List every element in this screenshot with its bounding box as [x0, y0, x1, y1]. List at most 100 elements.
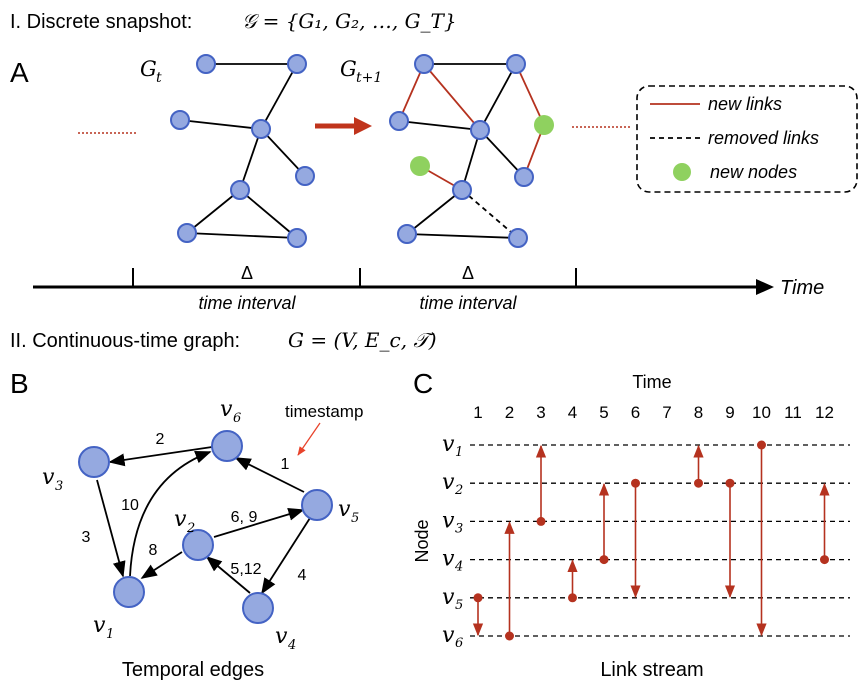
node	[287, 54, 307, 74]
svg-text:t+1: t+1	[356, 70, 382, 86]
edge-label: 3	[82, 529, 91, 546]
edge-v1-v6	[129, 451, 212, 577]
node	[230, 180, 250, 200]
node-row-label-sub: 2	[454, 483, 463, 498]
edge-label: 8	[149, 542, 158, 559]
panel-a-letter: A	[10, 57, 29, 88]
link-source-dot	[568, 593, 577, 603]
node	[177, 223, 197, 243]
time-tick-label: 12	[815, 403, 834, 422]
svg-text:5: 5	[351, 511, 359, 526]
legend-new-nodes-swatch	[673, 163, 691, 181]
time-tick-label: 7	[662, 403, 671, 422]
node-row-label: v	[442, 470, 455, 495]
node-v5	[301, 489, 333, 521]
edge-v2-v5	[213, 508, 305, 538]
time-tick-label: 5	[599, 403, 608, 422]
new-node	[410, 156, 430, 176]
edge-label: 10	[121, 497, 139, 514]
time-tick-label: 1	[473, 403, 482, 422]
new-node	[534, 115, 554, 135]
time-tick-label: 2	[505, 403, 514, 422]
section2-formula: G = (V, E_c, 𝒯)	[288, 328, 437, 352]
svg-text:6: 6	[233, 411, 241, 426]
new-link	[423, 63, 481, 131]
snapshot-t1-label: G t+1	[340, 57, 382, 86]
svg-text:v: v	[338, 497, 351, 522]
legend-new-nodes: new nodes	[710, 162, 797, 182]
link-source-dot	[599, 555, 609, 565]
link-source-dot	[820, 555, 829, 565]
graph-g-t	[170, 54, 315, 248]
legend-box: new links removed links new nodes	[636, 85, 858, 193]
section2-title: II. Continuous-time graph:	[10, 330, 240, 352]
svg-text:t: t	[156, 70, 162, 86]
node-row-label: v	[442, 508, 455, 533]
edge-label: 4	[298, 567, 307, 584]
edge-v3-v1	[96, 479, 126, 578]
node	[170, 110, 190, 130]
new-link	[515, 63, 545, 126]
time-tick-label: 8	[694, 403, 703, 422]
node-v4	[242, 592, 274, 624]
timestamp-pointer	[297, 422, 321, 456]
edge-v5-v6	[234, 457, 305, 493]
node-v2	[182, 529, 214, 561]
node-v3	[78, 446, 110, 478]
panel-c-letter: C	[413, 368, 433, 399]
node-row-label-sub: 3	[455, 521, 463, 536]
transition-arrow	[315, 117, 372, 135]
legend-removed-links: removed links	[708, 128, 819, 148]
svg-text:3: 3	[55, 479, 63, 494]
edge-label: 2	[156, 431, 165, 448]
link-source-dot	[757, 440, 766, 450]
time-tick-label: 9	[725, 403, 734, 422]
interval-1: time interval	[198, 293, 296, 313]
delta-1: Δ	[241, 263, 253, 283]
svg-text:v: v	[93, 613, 106, 638]
svg-text:4: 4	[287, 638, 296, 653]
time-tick-label: 3	[536, 403, 545, 422]
timestamp-label: timestamp	[285, 402, 363, 421]
node-row-label: v	[442, 432, 455, 457]
node-row-label: v	[442, 623, 455, 648]
time-tick-label: 11	[784, 403, 802, 422]
node-v1	[113, 576, 145, 608]
edge-v4-v2	[205, 555, 251, 594]
svg-text:v: v	[275, 624, 288, 649]
node	[196, 54, 216, 74]
panel-b-letter: B	[10, 368, 29, 399]
time-axis: Δ Δ time interval time interval Time	[33, 263, 824, 313]
node-v6	[211, 430, 243, 462]
new-link	[398, 63, 425, 122]
svg-text:v: v	[174, 507, 187, 532]
edge-v2-v1	[140, 551, 183, 579]
link-source-dot	[536, 516, 546, 526]
node-row-label-sub: 4	[454, 560, 463, 575]
node-row-label-sub: 1	[455, 445, 463, 460]
section1-formula: 𝒢 = {G₁, G₂, …, G_T}	[242, 9, 457, 33]
edge-label: 5,12	[230, 561, 261, 578]
link-source-dot	[631, 478, 640, 488]
delta-2: Δ	[462, 263, 474, 283]
removed-link	[461, 189, 519, 239]
node	[295, 166, 315, 186]
node-row-label-sub: 5	[455, 598, 463, 613]
snapshot-t-label: G t	[140, 57, 162, 86]
svg-text:G: G	[140, 57, 157, 81]
node-row-label: v	[442, 585, 455, 610]
svg-text:G: G	[340, 57, 357, 81]
node-row-label: v	[442, 547, 455, 572]
svg-text:2: 2	[186, 521, 195, 536]
interval-2: time interval	[419, 293, 517, 313]
node	[287, 228, 307, 248]
graph-g-t1	[389, 54, 554, 248]
time-tick-label: 10	[752, 403, 771, 422]
